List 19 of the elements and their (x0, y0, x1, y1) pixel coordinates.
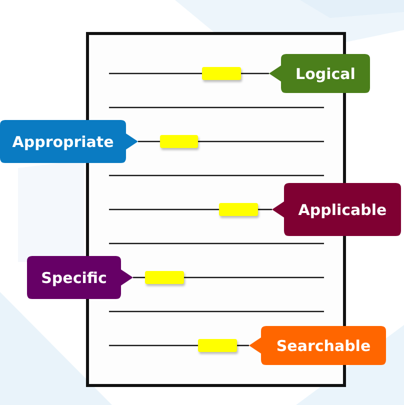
callout-label: Specific (41, 268, 107, 286)
leader-line (138, 140, 160, 142)
leader-line (133, 276, 145, 278)
highlight-mark (160, 135, 198, 148)
highlight-mark (198, 339, 237, 352)
callout-box (27, 256, 133, 299)
highlight-mark (145, 271, 184, 284)
callout-box (272, 183, 401, 236)
leader-line (241, 72, 269, 74)
highlight-mark (219, 203, 258, 216)
callout-label: Appropriate (12, 132, 114, 150)
leader-line (237, 344, 249, 346)
highlight-mark (202, 67, 241, 80)
leader-line (258, 208, 272, 210)
callout-label: Logical (296, 64, 356, 82)
callout-label: Applicable (298, 200, 387, 218)
callout-box (249, 326, 386, 365)
callout-label: Searchable (276, 336, 371, 354)
callout-box (0, 120, 138, 163)
